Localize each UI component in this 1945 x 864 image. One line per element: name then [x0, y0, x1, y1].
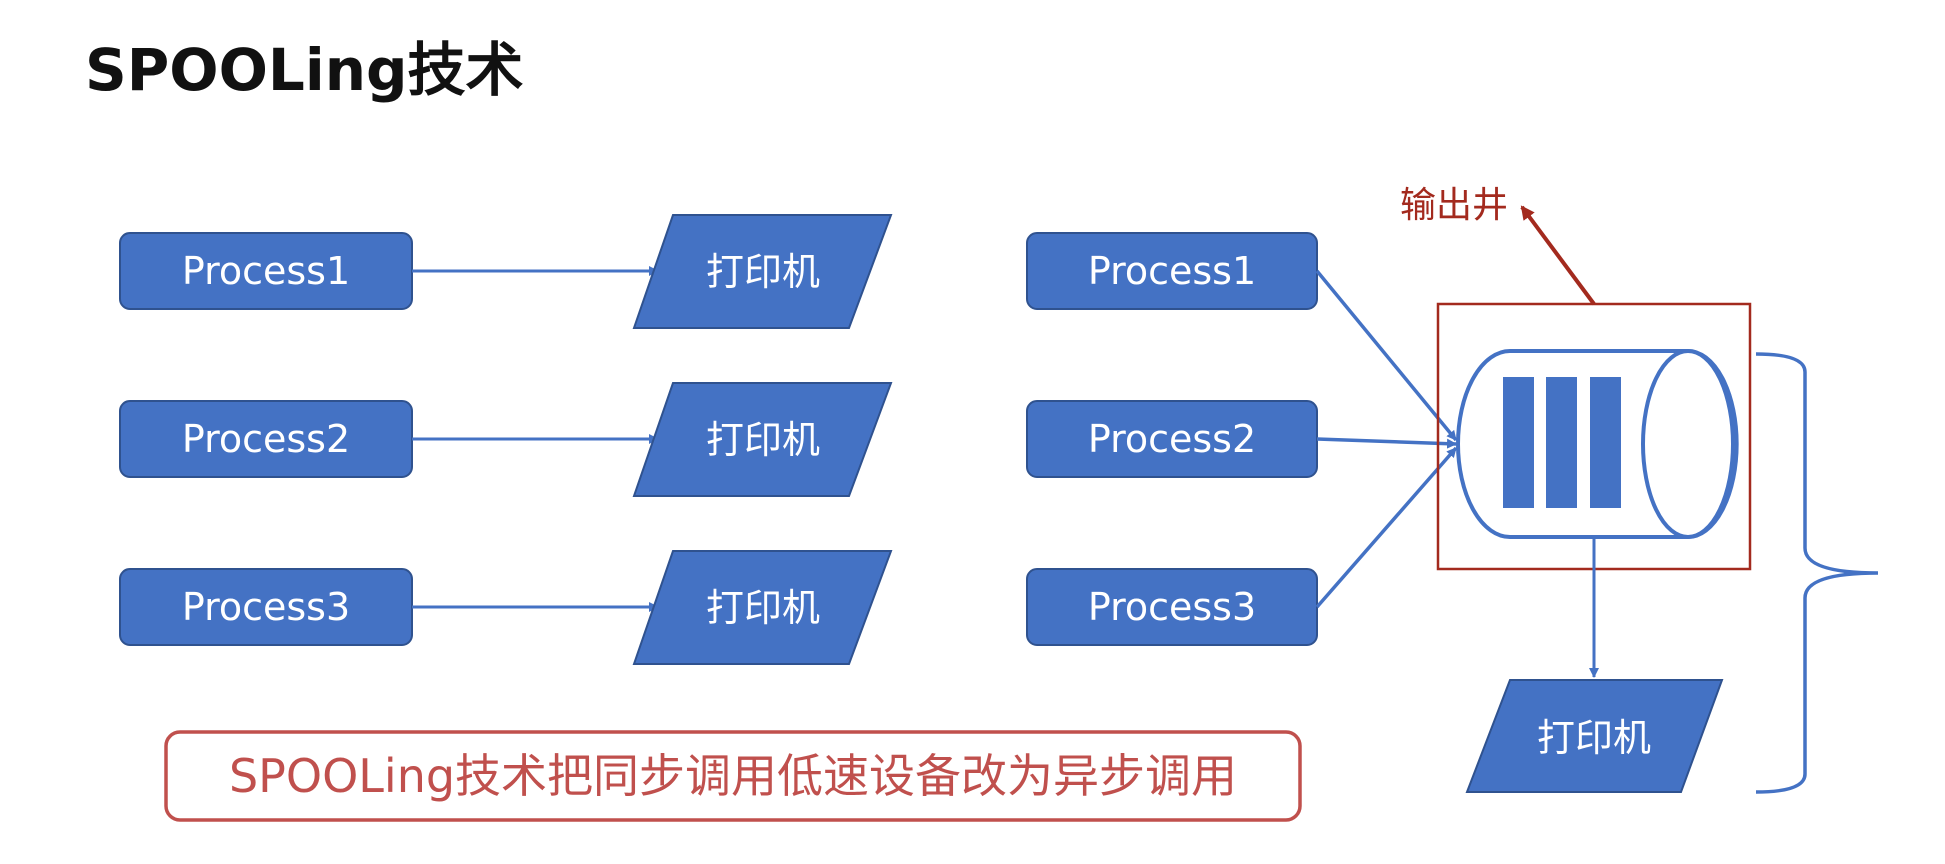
page-title: SPOOLing技术: [85, 36, 524, 104]
buffer-slot-2: [1546, 377, 1577, 508]
right-diagram: Process1 Process2 Process3 输出井: [1026, 185, 1879, 794]
left-process-2-label: Process2: [182, 417, 350, 461]
right-process-2-label: Process2: [1088, 417, 1256, 461]
left-diagram: Process1 打印机 Process2 打印机 Process3 打印机: [119, 214, 893, 665]
left-printer-1: 打印机: [632, 214, 893, 329]
right-process-3: Process3: [1026, 568, 1318, 646]
left-process-2: Process2: [119, 400, 413, 478]
output-well-pointer: [1520, 205, 1596, 306]
left-process-3-label: Process3: [182, 585, 350, 629]
right-process-1: Process1: [1026, 232, 1318, 310]
left-printer-3: 打印机: [632, 550, 893, 665]
right-printer-label: 打印机: [1537, 716, 1651, 760]
buffer-slot-3: [1590, 377, 1621, 508]
right-arrow-3: [1315, 446, 1458, 609]
right-arrow-2: [1316, 437, 1457, 449]
right-printer: 打印机: [1465, 679, 1724, 793]
left-printer-2-label: 打印机: [706, 418, 820, 462]
summary-text: SPOOLing技术把同步调用低速设备改为异步调用: [229, 749, 1237, 803]
summary-callout: SPOOLing技术把同步调用低速设备改为异步调用: [164, 730, 1302, 822]
buffer-cylinder: [1456, 349, 1739, 539]
right-process-2: Process2: [1026, 400, 1318, 478]
buffer-slot-1: [1503, 377, 1534, 508]
right-process-1-label: Process1: [1088, 249, 1256, 293]
right-process-3-label: Process3: [1088, 585, 1256, 629]
left-process-1-label: Process1: [182, 249, 350, 293]
output-well-label: 输出井: [1400, 185, 1508, 226]
left-printer-2: 打印机: [632, 382, 893, 497]
right-arrow-1: [1315, 269, 1458, 442]
left-printer-1-label: 打印机: [706, 250, 820, 294]
left-printer-3-label: 打印机: [706, 586, 820, 630]
right-brace: [1755, 352, 1879, 794]
left-process-3: Process3: [119, 568, 413, 646]
left-process-1: Process1: [119, 232, 413, 310]
